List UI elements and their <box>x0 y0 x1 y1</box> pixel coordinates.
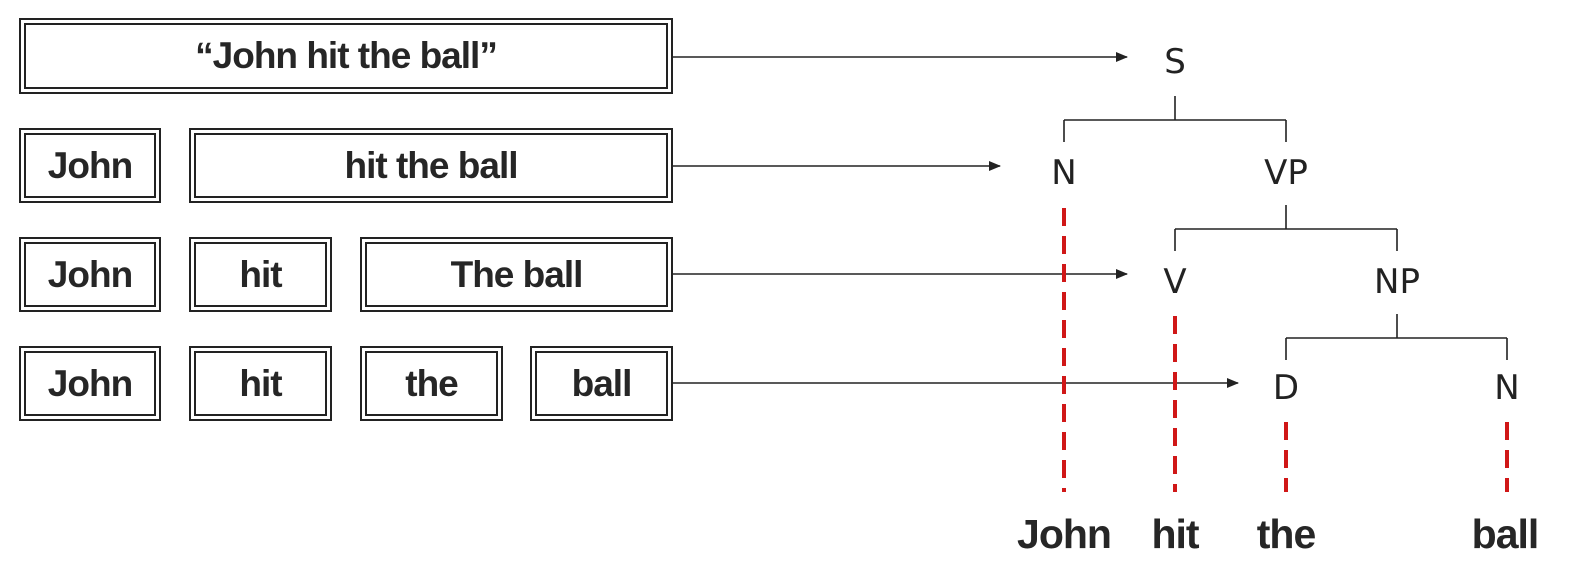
node-np: NP <box>1374 262 1420 302</box>
row3-hit-label: hit <box>194 242 327 307</box>
row2-predicate-label: hit the ball <box>194 133 668 198</box>
branch-np <box>1285 314 1508 360</box>
leaf-the: the <box>1257 511 1316 557</box>
row2-john-box: John <box>19 128 161 203</box>
row4-the-box: the <box>360 346 503 421</box>
node-d: D <box>1273 368 1299 408</box>
node-v: V <box>1163 262 1186 302</box>
row4-john-label: John <box>24 351 156 416</box>
row2-predicate-box: hit the ball <box>189 128 673 203</box>
row4-john-box: John <box>19 346 161 421</box>
row3-object-box: The ball <box>360 237 673 312</box>
node-n-subject: N <box>1051 153 1076 193</box>
row4-ball-label: ball <box>535 351 668 416</box>
row4-hit-label: hit <box>194 351 327 416</box>
row3-hit-box: hit <box>189 237 332 312</box>
node-s: S <box>1164 42 1186 82</box>
node-vp: VP <box>1264 153 1308 193</box>
row4-ball-box: ball <box>530 346 673 421</box>
row1-sentence-box: “John hit the ball” <box>19 18 673 94</box>
row3-john-label: John <box>24 242 156 307</box>
branch-s <box>1063 96 1287 142</box>
leaf-john: John <box>1017 511 1111 557</box>
leaf-ball: ball <box>1472 511 1539 557</box>
row3-john-box: John <box>19 237 161 312</box>
leaf-hit: hit <box>1151 511 1199 557</box>
row4-the-label: the <box>365 351 498 416</box>
node-n-object: N <box>1494 368 1519 408</box>
row3-object-label: The ball <box>365 242 668 307</box>
row2-john-label: John <box>24 133 156 198</box>
row4-hit-box: hit <box>189 346 332 421</box>
branch-vp <box>1174 205 1398 251</box>
row1-sentence-label: “John hit the ball” <box>24 23 668 89</box>
